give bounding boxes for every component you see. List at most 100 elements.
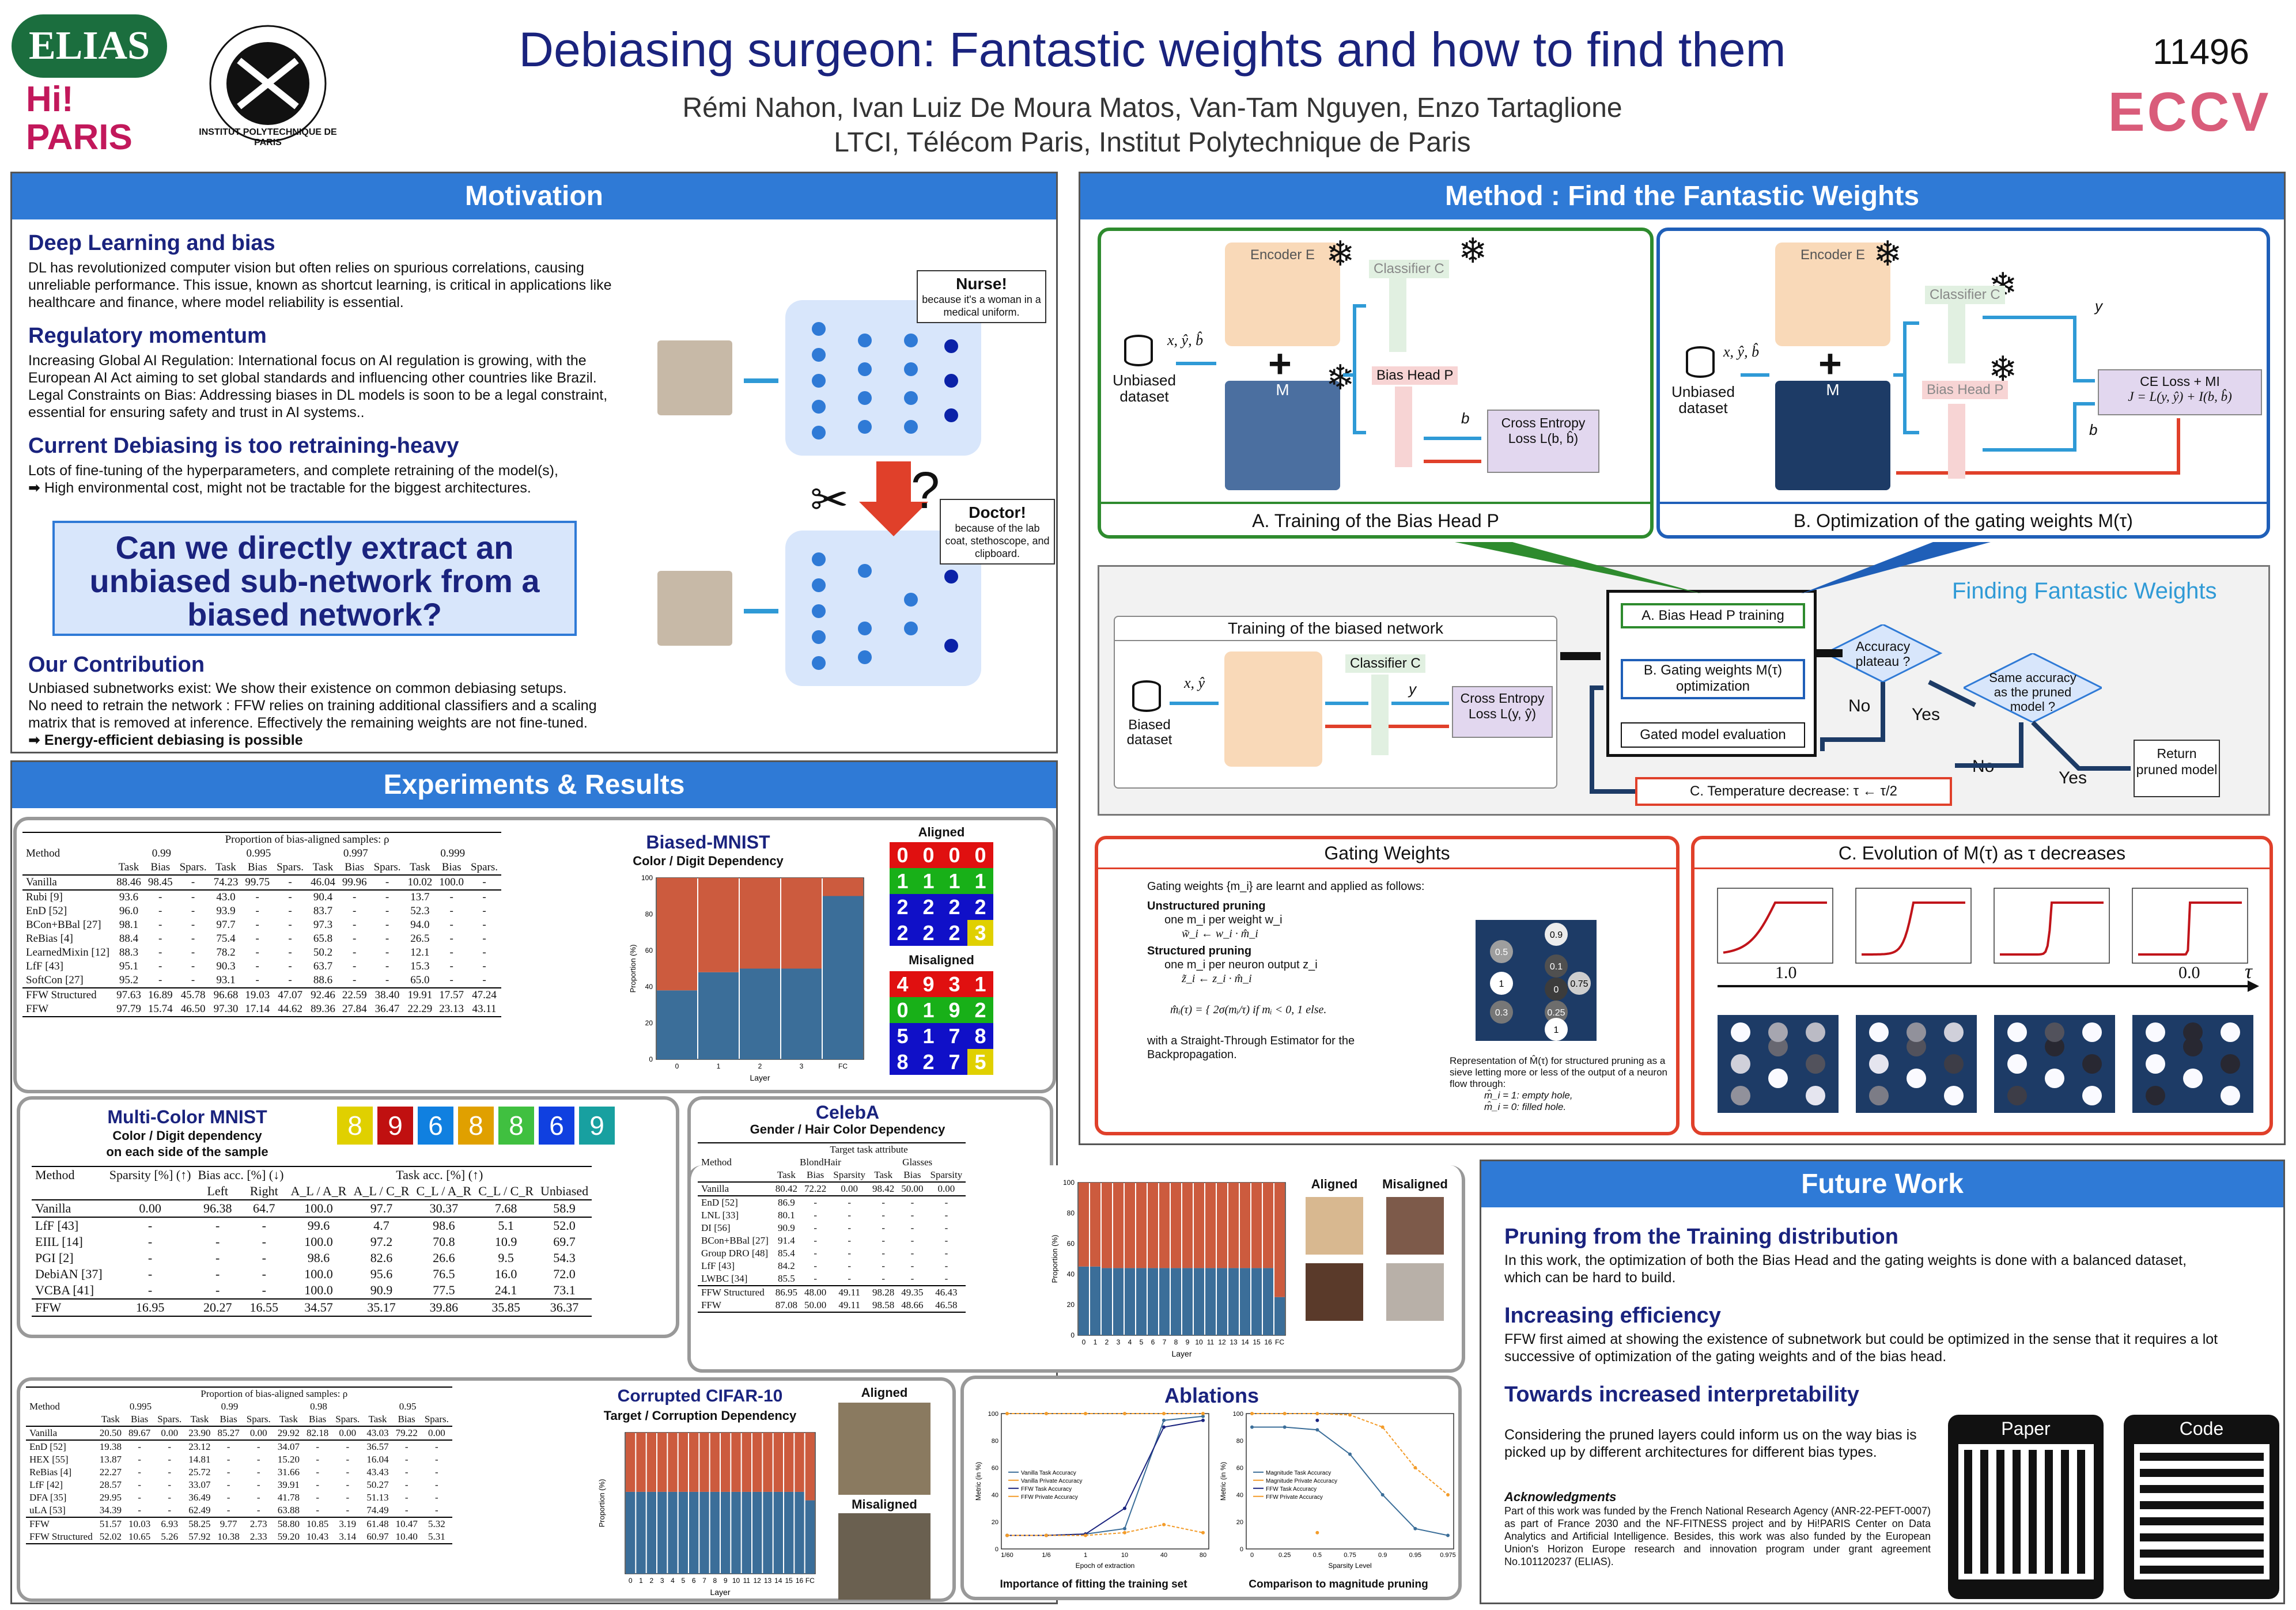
sieve-hole: [1768, 1069, 1788, 1088]
sieve-caption: Representation of M̂(τ) for structured p…: [1450, 1055, 1668, 1112]
method-name: FFW: [22, 1002, 114, 1017]
method-name: PGI [2]: [35, 1251, 74, 1265]
bar-segment: [763, 1491, 773, 1574]
method-title: Method : Find the Fantastic Weights: [1080, 173, 2284, 219]
value-cell: 20.27: [194, 1299, 241, 1317]
method-name: EnD [52]: [26, 905, 67, 917]
x-axis-label: Layer: [750, 1073, 770, 1082]
bar-segment: [699, 1433, 709, 1492]
value-cell: -: [353, 960, 357, 972]
data-point: [1201, 1418, 1205, 1422]
evolution-plots: [1717, 888, 2259, 1113]
method-name: Vanilla: [698, 1182, 772, 1196]
bar-segment: [795, 1491, 804, 1574]
bar-segment: [752, 1433, 762, 1492]
data-point: [1201, 1414, 1205, 1418]
x-tick-label: 14: [1241, 1338, 1249, 1346]
method-name: EnD [52]: [29, 1441, 66, 1452]
col-header: Bias: [241, 861, 274, 876]
value-cell: 43.0: [216, 891, 236, 903]
value-cell: -: [434, 1454, 438, 1465]
bar-segment: [1194, 1183, 1204, 1268]
value-cell: 45.78: [180, 989, 206, 1001]
method-name: LfF [42]: [29, 1479, 63, 1490]
bar-segment: [823, 878, 863, 896]
tau-label: τ: [2245, 960, 2252, 983]
rho-header: 0.997: [343, 847, 368, 859]
task-acc-header: Task acc. [%] (↑): [287, 1166, 592, 1183]
x-tick-label: 1: [1084, 1552, 1087, 1559]
data-point: [1084, 1533, 1087, 1537]
bar-segment: [1251, 1268, 1262, 1335]
table-row: EnD [52]96.0--93.9--83.7--52.3--: [22, 904, 501, 918]
snowflake-icon: ❄: [1458, 232, 1488, 270]
future-text: Pruning from the Training distribution I…: [1504, 1225, 2225, 1407]
value-cell: 3.14: [332, 1531, 364, 1544]
value-cell: -: [404, 1467, 408, 1478]
value-cell: -: [882, 1235, 885, 1246]
method-name: Vanilla: [22, 875, 114, 891]
value-cell: -: [926, 1272, 966, 1286]
digit-sample: 7: [941, 1023, 967, 1049]
value-cell: 52.0: [553, 1218, 576, 1233]
value-cell: -: [176, 973, 210, 988]
sieve-hole: [2082, 1054, 2102, 1074]
sieve-value: 0.5: [1495, 948, 1508, 957]
sieve-hole: [2221, 1054, 2240, 1074]
value-cell: -: [147, 1234, 153, 1249]
encoder-block-b: Encoder E: [1775, 243, 1890, 346]
col-header: Bias: [214, 1413, 243, 1427]
value-cell: 15.3: [410, 960, 430, 972]
gating-curve: [1723, 901, 1827, 954]
digit-sample: 1: [916, 997, 941, 1023]
future-title: Future Work: [1481, 1161, 2283, 1207]
value-cell: 33.07: [188, 1479, 211, 1490]
value-cell: 97.30: [210, 1002, 242, 1017]
value-cell: 22.59: [342, 989, 367, 1001]
sieve-hole: [2082, 1022, 2102, 1042]
value-cell: -: [848, 1235, 851, 1246]
col-header: Task: [404, 861, 436, 876]
value-cell: -: [385, 933, 389, 945]
paper-qr-box[interactable]: Paper: [1948, 1415, 2104, 1599]
motivation-title: Motivation: [12, 173, 1056, 219]
value-cell: 100.0: [436, 875, 468, 891]
bar-segment: [657, 878, 697, 991]
y-tick-label: 0: [1071, 1331, 1075, 1339]
data-point: [1201, 1531, 1205, 1535]
bar-segment: [1263, 1183, 1273, 1268]
y-tick-label: 100: [1063, 1179, 1075, 1187]
contribution-section: Our Contribution Unbiased subnetworks ex…: [28, 653, 639, 749]
data-point: [1162, 1412, 1166, 1415]
digit-sample: 8: [890, 1049, 916, 1075]
bar-segment: [752, 1491, 762, 1574]
table-row: Target task attribute: [698, 1142, 966, 1156]
sieve-hole: [1731, 1054, 1750, 1074]
value-cell: -: [338, 973, 370, 988]
m-block-a: M: [1225, 381, 1340, 490]
sieve-value: 0.3: [1495, 1008, 1508, 1018]
steps-box: A. Bias Head P training B. Gating weight…: [1606, 590, 1817, 757]
value-cell: -: [404, 1454, 408, 1465]
method-name: LfF [43]: [701, 1260, 735, 1271]
sieve-hole: [1806, 1086, 1825, 1105]
bar-segment: [1205, 1268, 1216, 1335]
value-cell: -: [869, 1272, 898, 1286]
retraining-text: Lots of fine-tuning of the hyperparamete…: [28, 463, 558, 479]
x-tick-label: 5: [1140, 1338, 1144, 1346]
code-qr-box[interactable]: Code: [2124, 1415, 2279, 1599]
value-cell: -: [910, 1222, 914, 1233]
bar-segment: [1079, 1183, 1089, 1267]
x-tick-label: 0: [1250, 1552, 1254, 1559]
y-tick-label: 60: [1236, 1465, 1243, 1472]
future-work-panel: Future Work Pruning from the Training di…: [1480, 1160, 2285, 1604]
sieve-hole: [1545, 1001, 1568, 1024]
bar-segment: [1228, 1183, 1239, 1268]
value-cell: -: [814, 1197, 817, 1208]
doctor-photo: [657, 571, 732, 646]
value-cell: 50.2: [313, 946, 333, 959]
